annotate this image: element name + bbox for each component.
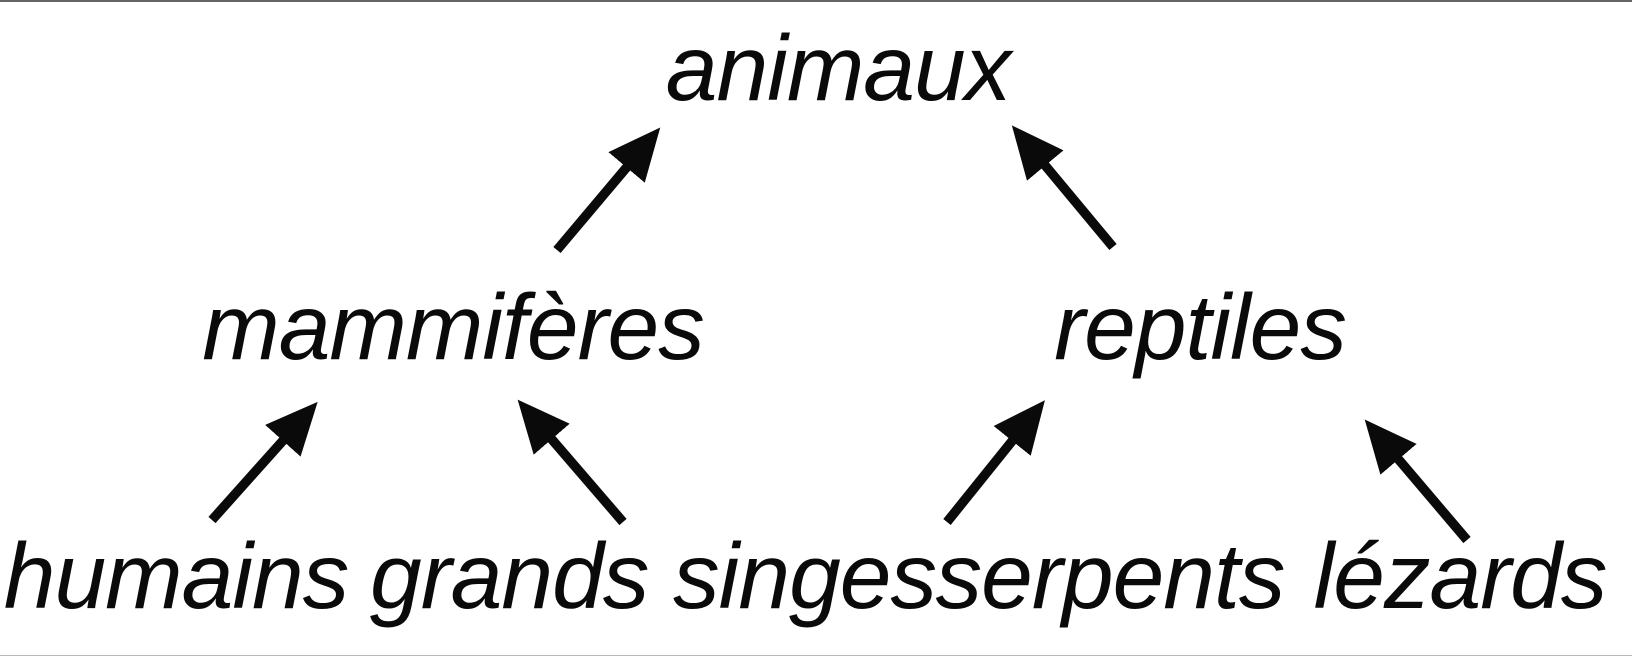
node-reptiles: reptiles xyxy=(1054,275,1347,379)
arrow-humains-to-mammiferes xyxy=(208,401,318,524)
node-grands-singes: grands singes xyxy=(369,524,937,628)
arrow-mammiferes-to-animaux xyxy=(553,127,661,254)
arrow-reptiles-to-animaux xyxy=(1011,125,1117,251)
arrow-lezards-to-reptiles xyxy=(1364,419,1471,544)
node-mammiferes: mammifères xyxy=(202,275,705,379)
node-animaux: animaux xyxy=(665,16,1012,120)
arrow-serpents-to-reptiles xyxy=(943,400,1045,525)
node-humains: humains xyxy=(3,524,350,628)
arrow-grands-singes-to-mammiferes xyxy=(517,399,627,526)
node-lezards: lézards xyxy=(1313,524,1608,628)
node-serpents: serpents xyxy=(935,524,1286,628)
top-edge-artifact-line xyxy=(0,0,1632,2)
